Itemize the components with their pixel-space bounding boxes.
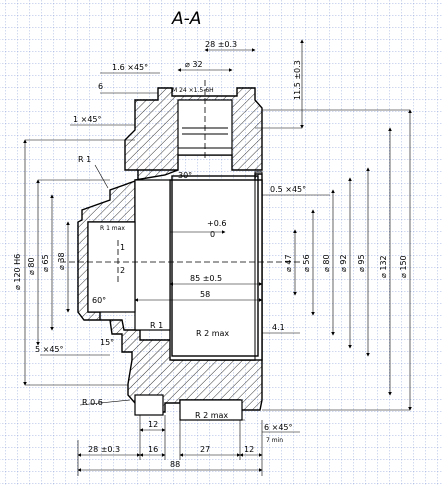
dim-d80-right: ⌀ 80 xyxy=(322,254,331,272)
dim-thread: M 24 ×1.5-6H xyxy=(172,87,214,94)
dim-r2max-bottom: R 2 max xyxy=(195,411,228,420)
dim-r1max: R 1 max xyxy=(100,225,125,232)
dim-12-bottom: 12 xyxy=(244,445,254,454)
dim-d32: ⌀ 32 xyxy=(185,60,203,69)
dim-85: 85 ±0.5 xyxy=(190,274,222,283)
dim-r1: R 1 xyxy=(78,155,91,164)
dim-d56: ⌀ 56 xyxy=(302,254,311,272)
dim-d120: ⌀ 120 H6 xyxy=(13,254,22,290)
hatched-body-upper xyxy=(77,87,263,413)
inner-ring-2 xyxy=(254,171,263,361)
dimension-labels: 28 ±0.3 ⌀ 32 11.5 ±0.3 1.6 ×45° 6 M 24 ×… xyxy=(13,40,408,469)
dim-6: 6 xyxy=(98,82,103,91)
dim-d92: ⌀ 92 xyxy=(339,254,348,272)
dim-angle-15: 15° xyxy=(100,338,114,347)
dim-r1-lower: R 1 xyxy=(150,321,163,330)
inner-ring-1 xyxy=(171,175,259,357)
dimension-lines xyxy=(23,39,412,476)
dim-angle-30: 30° xyxy=(178,171,192,180)
dim-0-5x45: 0.5 ×45° xyxy=(270,185,306,194)
dim-4-1: 4.1 xyxy=(272,323,285,332)
dim-12-top: 12 xyxy=(148,420,158,429)
section-title: A-A xyxy=(171,9,201,29)
inner-bore-small xyxy=(87,221,136,313)
dim-d38: ⌀ 38 xyxy=(57,252,66,270)
dim-16: 16 xyxy=(148,445,158,454)
dim-11-5: 11.5 ±0.3 xyxy=(293,60,302,100)
central-bore xyxy=(169,179,263,361)
dim-d150: ⌀ 150 xyxy=(399,255,408,278)
dim-r2max: R 2 max xyxy=(196,329,229,338)
dim-r0-6: R 0.6 xyxy=(82,398,103,407)
dim-6x45: 6 ×45° xyxy=(264,423,293,432)
dim-7: 7 min xyxy=(266,437,283,444)
body-section xyxy=(77,87,263,421)
dim-1x45: 1 ×45° xyxy=(73,115,102,124)
dim-angle-60: 60° xyxy=(92,296,106,305)
dim-58: 58 xyxy=(200,290,210,299)
dim-28-bottom: 28 ±0.3 xyxy=(88,445,120,454)
dim-d95: ⌀ 95 xyxy=(357,254,366,272)
dim-27: 27 xyxy=(200,445,210,454)
dim-tol-upper: +0.6 xyxy=(207,219,226,228)
dim-5x45: 5 ×45° xyxy=(35,345,64,354)
inner-bore-left xyxy=(134,179,171,331)
dim-tol-lower: 0 xyxy=(210,230,215,239)
dim-d80-left: ⌀ 80 xyxy=(27,257,36,275)
dim-88: 88 xyxy=(170,460,180,469)
dim-1-6x45: 1.6 ×45° xyxy=(112,63,148,72)
dim-28-top: 28 ±0.3 xyxy=(205,40,237,49)
dim-d47: ⌀ 47 xyxy=(284,254,293,272)
label-1: 1 xyxy=(120,243,125,252)
label-2: 2 xyxy=(120,266,125,275)
dim-d132: ⌀ 132 xyxy=(379,255,388,278)
dim-d65: ⌀ 65 xyxy=(41,254,50,272)
bottom-groove xyxy=(134,394,164,416)
